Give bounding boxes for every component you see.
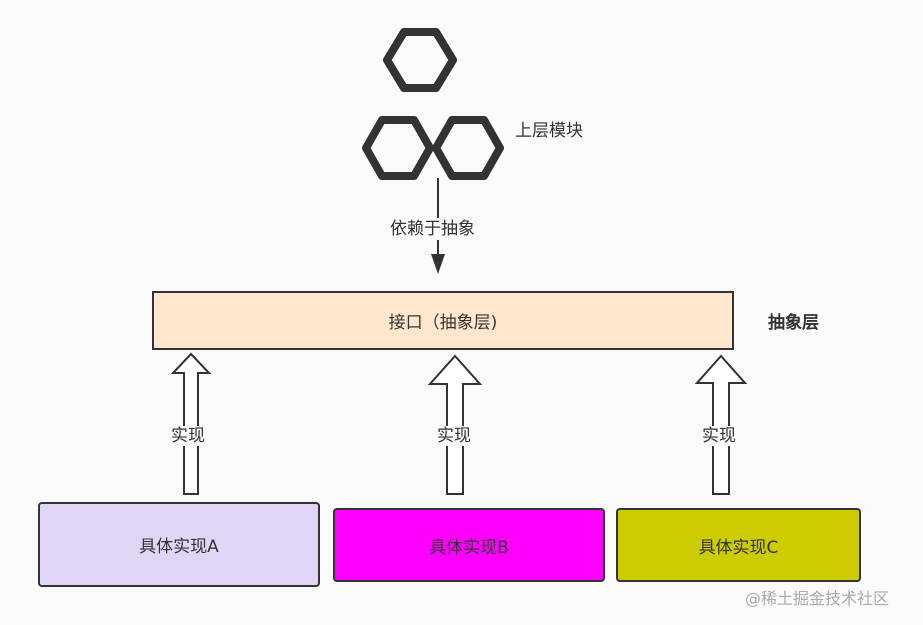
implementation-b-box: 具体实现B [333,508,605,582]
hexagon-cluster-icon [383,28,504,180]
implements-label-c: 实现 [702,426,736,446]
dependency-label: 依赖于抽象 [390,218,475,240]
interface-label: 接口（抽象层) [388,313,498,333]
hexagon-right [432,116,504,180]
watermark: @稀土掘金技术社区 [745,589,890,608]
abstract-layer-label: 抽象层 [768,313,819,333]
implementation-b-label: 具体实现B [429,537,509,558]
implements-label-b: 实现 [437,426,471,446]
implementation-a-label: 具体实现A [139,537,219,557]
implementation-a-box: 具体实现A [38,502,320,587]
implementation-c-label: 具体实现C [698,537,779,558]
interface-box: 接口（抽象层) [152,291,734,350]
hexagon-left-outline [362,116,434,180]
hexagon-top [383,28,457,92]
implements-label-a: 实现 [171,426,205,446]
implements-arrow-c [694,354,748,495]
implements-arrow-a [170,352,212,495]
implementation-c-box: 具体实现C [616,508,861,582]
upper-module-label: 上层模块 [515,121,583,141]
dependency-arrow [431,178,445,274]
implements-arrow-b [427,354,483,495]
